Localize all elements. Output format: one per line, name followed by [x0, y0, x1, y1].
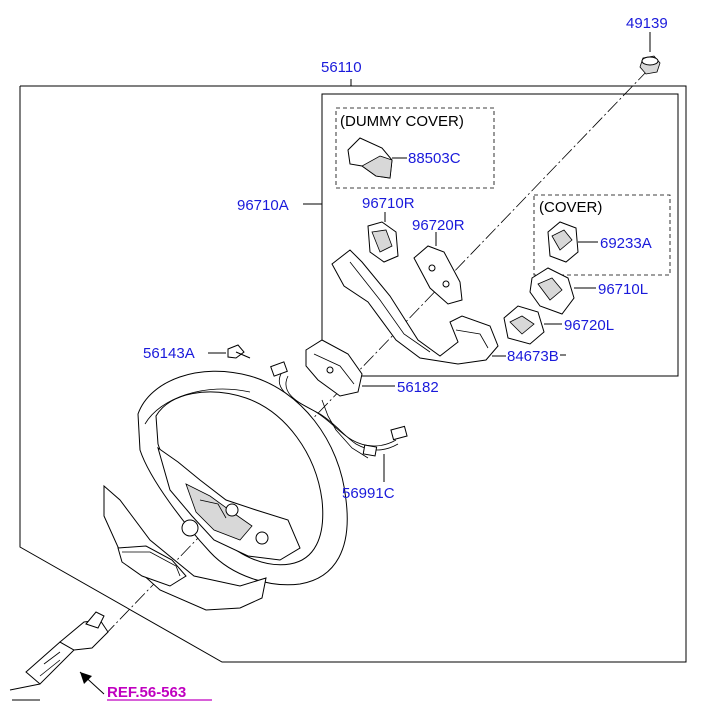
part-label-88503C[interactable]: 88503C — [408, 150, 461, 167]
steering-column-drawing — [9, 611, 109, 701]
damper-drawing — [305, 339, 395, 397]
switch-box — [303, 93, 679, 377]
dummy-cover-box: (DUMMY COVER) — [335, 107, 495, 189]
left-switch-cover-drawing — [503, 305, 562, 345]
part-label-96720L[interactable]: 96720L — [564, 317, 614, 334]
part-label-49139[interactable]: 49139 — [626, 15, 668, 32]
reference-label[interactable]: REF.56-563 — [107, 684, 186, 701]
part-label-84673B[interactable]: 84673B — [507, 348, 559, 365]
nut-drawing — [639, 32, 661, 75]
cover-drawing — [547, 221, 598, 263]
bracket-drawing — [331, 249, 506, 365]
reference-arrow — [79, 671, 105, 695]
part-label-96710A[interactable]: 96710A — [237, 197, 289, 214]
right-switch-cover-drawing — [413, 232, 463, 305]
left-switch-drawing — [529, 267, 596, 315]
part-label-56182[interactable]: 56182 — [397, 379, 439, 396]
part-label-69233A[interactable]: 69233A — [600, 235, 652, 252]
part-label-96710L[interactable]: 96710L — [598, 281, 648, 298]
steering-wheel-drawing — [103, 370, 348, 611]
part-label-96720R[interactable]: 96720R — [412, 217, 465, 234]
right-switch-drawing — [367, 212, 399, 263]
dummy-cover-drawing — [347, 137, 407, 179]
dummy-cover-title: (DUMMY COVER) — [340, 113, 464, 130]
part-label-56110[interactable]: 56110 — [321, 59, 362, 76]
part-label-56991C[interactable]: 56991C — [342, 485, 395, 502]
cover-title: (COVER) — [539, 199, 602, 216]
part-labels: 49139 56110 88503C 96710A 96710R 96720R … — [143, 15, 668, 502]
reference-link[interactable]: REF.56-563 — [107, 684, 212, 701]
bolt-drawing — [208, 344, 251, 359]
cover-box: (COVER) — [533, 194, 671, 276]
assembly-frame — [19, 79, 687, 663]
part-label-56143A[interactable]: 56143A — [143, 345, 195, 362]
part-label-96710R[interactable]: 96710R — [362, 195, 415, 212]
